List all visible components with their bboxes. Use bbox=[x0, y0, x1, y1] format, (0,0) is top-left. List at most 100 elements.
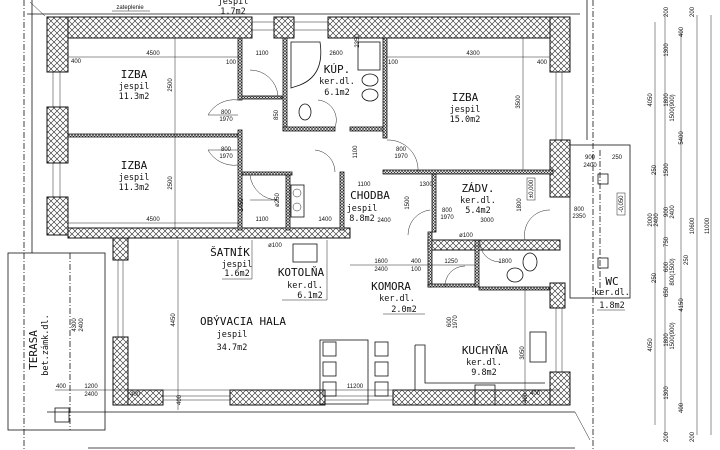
svg-text:2400: 2400 bbox=[583, 163, 597, 169]
svg-text:1300: 1300 bbox=[664, 43, 670, 57]
svg-text:IZBA: IZBA bbox=[452, 91, 479, 104]
svg-text:1970: 1970 bbox=[440, 215, 454, 221]
svg-text:2400: 2400 bbox=[84, 392, 98, 398]
svg-text:±0,000: ±0,000 bbox=[529, 179, 535, 198]
svg-text:1.8m2: 1.8m2 bbox=[599, 301, 625, 311]
room-satnik: ŠATNÍK jespil 1.6m2 bbox=[210, 240, 252, 280]
fixtures bbox=[290, 41, 609, 406]
sink bbox=[361, 88, 379, 102]
svg-text:600: 600 bbox=[447, 316, 453, 327]
svg-text:4050: 4050 bbox=[648, 338, 654, 352]
exterior-walls bbox=[46, 16, 571, 406]
svg-text:ø100: ø100 bbox=[268, 243, 282, 249]
svg-text:1500: 1500 bbox=[664, 163, 670, 177]
svg-text:15.0m2: 15.0m2 bbox=[450, 115, 481, 125]
top-room-floor: jespil bbox=[218, 0, 249, 7]
side-dimension-texts: 200 1300 1800 1500(900) 1500 900 2400 75… bbox=[648, 6, 711, 442]
svg-text:650: 650 bbox=[664, 286, 670, 297]
svg-text:2.0m2: 2.0m2 bbox=[391, 305, 417, 315]
entry-porch bbox=[569, 144, 631, 299]
svg-text:900: 900 bbox=[585, 155, 596, 161]
svg-text:1500(900): 1500(900) bbox=[670, 322, 676, 349]
terrace bbox=[7, 252, 106, 431]
svg-text:4300: 4300 bbox=[72, 318, 78, 332]
svg-text:6.1m2: 6.1m2 bbox=[297, 291, 323, 301]
svg-text:1300: 1300 bbox=[664, 386, 670, 400]
room-kuchyna: KUCHYŇA ker.dl. 9.8m2 bbox=[462, 344, 509, 378]
svg-text:250: 250 bbox=[684, 254, 690, 265]
room-obyvacia-hala: OBÝVACIA HALA jespil 34.7m2 bbox=[200, 315, 286, 353]
svg-text:1970: 1970 bbox=[453, 315, 459, 329]
svg-text:100: 100 bbox=[226, 60, 237, 66]
svg-text:3500: 3500 bbox=[516, 95, 522, 109]
svg-text:ker.dl.: ker.dl. bbox=[466, 358, 502, 368]
room-komora: KOMORA ker.dl. 2.0m2 bbox=[371, 280, 425, 315]
stove bbox=[474, 384, 496, 406]
svg-text:ZÁDV.: ZÁDV. bbox=[461, 182, 494, 195]
windows bbox=[52, 21, 563, 401]
svg-text:KOTOLŇA: KOTOLŇA bbox=[278, 266, 325, 279]
room-izba-3: IZBA jespil 15.0m2 bbox=[450, 91, 481, 125]
svg-text:1100: 1100 bbox=[256, 217, 270, 223]
svg-text:jespil: jespil bbox=[119, 82, 150, 92]
svg-text:800(1500): 800(1500) bbox=[670, 258, 676, 285]
svg-text:4050: 4050 bbox=[648, 93, 654, 107]
svg-text:800: 800 bbox=[396, 147, 407, 153]
svg-text:100: 100 bbox=[411, 267, 422, 273]
chimney bbox=[290, 184, 305, 218]
room-chodba: CHODBA jespil 8.8m2 bbox=[347, 189, 391, 224]
svg-text:250: 250 bbox=[612, 155, 623, 161]
kitchen-counter bbox=[414, 344, 545, 390]
level-marks: ±0,000 -0,050 bbox=[526, 177, 626, 216]
svg-text:5.4m2: 5.4m2 bbox=[465, 206, 491, 216]
svg-text:2500: 2500 bbox=[168, 176, 174, 190]
svg-text:850: 850 bbox=[274, 109, 280, 120]
svg-text:400: 400 bbox=[130, 392, 141, 398]
svg-text:2400: 2400 bbox=[654, 213, 660, 227]
svg-text:1800: 1800 bbox=[517, 198, 523, 212]
dimension-texts: 4500 400 100 2500 1100 2600 4300 400 100… bbox=[56, 34, 623, 405]
svg-text:1200: 1200 bbox=[84, 384, 98, 390]
svg-text:1250: 1250 bbox=[444, 259, 458, 265]
svg-text:800: 800 bbox=[221, 110, 232, 116]
room-kupelna: KÚP. ker.dl. 6.1m2 bbox=[319, 63, 355, 98]
svg-text:400: 400 bbox=[530, 391, 541, 397]
svg-text:TERASA: TERASA bbox=[27, 330, 40, 370]
svg-text:ø100: ø100 bbox=[459, 233, 473, 239]
svg-text:1100: 1100 bbox=[353, 145, 359, 159]
svg-text:2350: 2350 bbox=[572, 214, 586, 220]
svg-text:6.1m2: 6.1m2 bbox=[324, 88, 350, 98]
svg-text:ker.dl.: ker.dl. bbox=[319, 77, 355, 87]
svg-text:1100: 1100 bbox=[358, 182, 372, 188]
svg-text:8.8m2: 8.8m2 bbox=[349, 214, 375, 224]
svg-text:10600: 10600 bbox=[690, 217, 696, 234]
svg-text:1600: 1600 bbox=[374, 259, 388, 265]
svg-text:jespil: jespil bbox=[119, 173, 150, 183]
svg-text:-0,050: -0,050 bbox=[619, 195, 625, 213]
svg-text:ø250: ø250 bbox=[275, 193, 281, 207]
svg-text:1800: 1800 bbox=[498, 259, 512, 265]
door-swings bbox=[207, 69, 551, 288]
svg-text:3050: 3050 bbox=[520, 346, 526, 360]
svg-text:ker.dl.: ker.dl. bbox=[594, 288, 630, 298]
svg-text:1800: 1800 bbox=[664, 93, 670, 107]
interior-partitions bbox=[67, 37, 554, 291]
svg-text:2400: 2400 bbox=[377, 218, 391, 224]
svg-text:1500: 1500 bbox=[405, 196, 411, 210]
wc-sink bbox=[506, 267, 524, 283]
insulation-label: zateplenie bbox=[116, 5, 144, 11]
svg-text:250: 250 bbox=[652, 272, 658, 283]
svg-text:IZBA: IZBA bbox=[121, 68, 148, 81]
sink bbox=[361, 73, 379, 87]
svg-text:jespil: jespil bbox=[450, 105, 481, 115]
svg-text:WC: WC bbox=[605, 275, 618, 288]
svg-text:4500: 4500 bbox=[146, 51, 160, 57]
svg-text:400: 400 bbox=[56, 384, 67, 390]
svg-text:1450: 1450 bbox=[239, 198, 245, 212]
svg-text:400: 400 bbox=[71, 59, 82, 65]
top-room-area: 1.7m2 bbox=[220, 7, 246, 17]
room-wc: WC ker.dl. 1.8m2 bbox=[594, 275, 630, 311]
svg-text:ŠATNÍK: ŠATNÍK bbox=[210, 246, 250, 259]
dimension-lines bbox=[55, 15, 712, 435]
